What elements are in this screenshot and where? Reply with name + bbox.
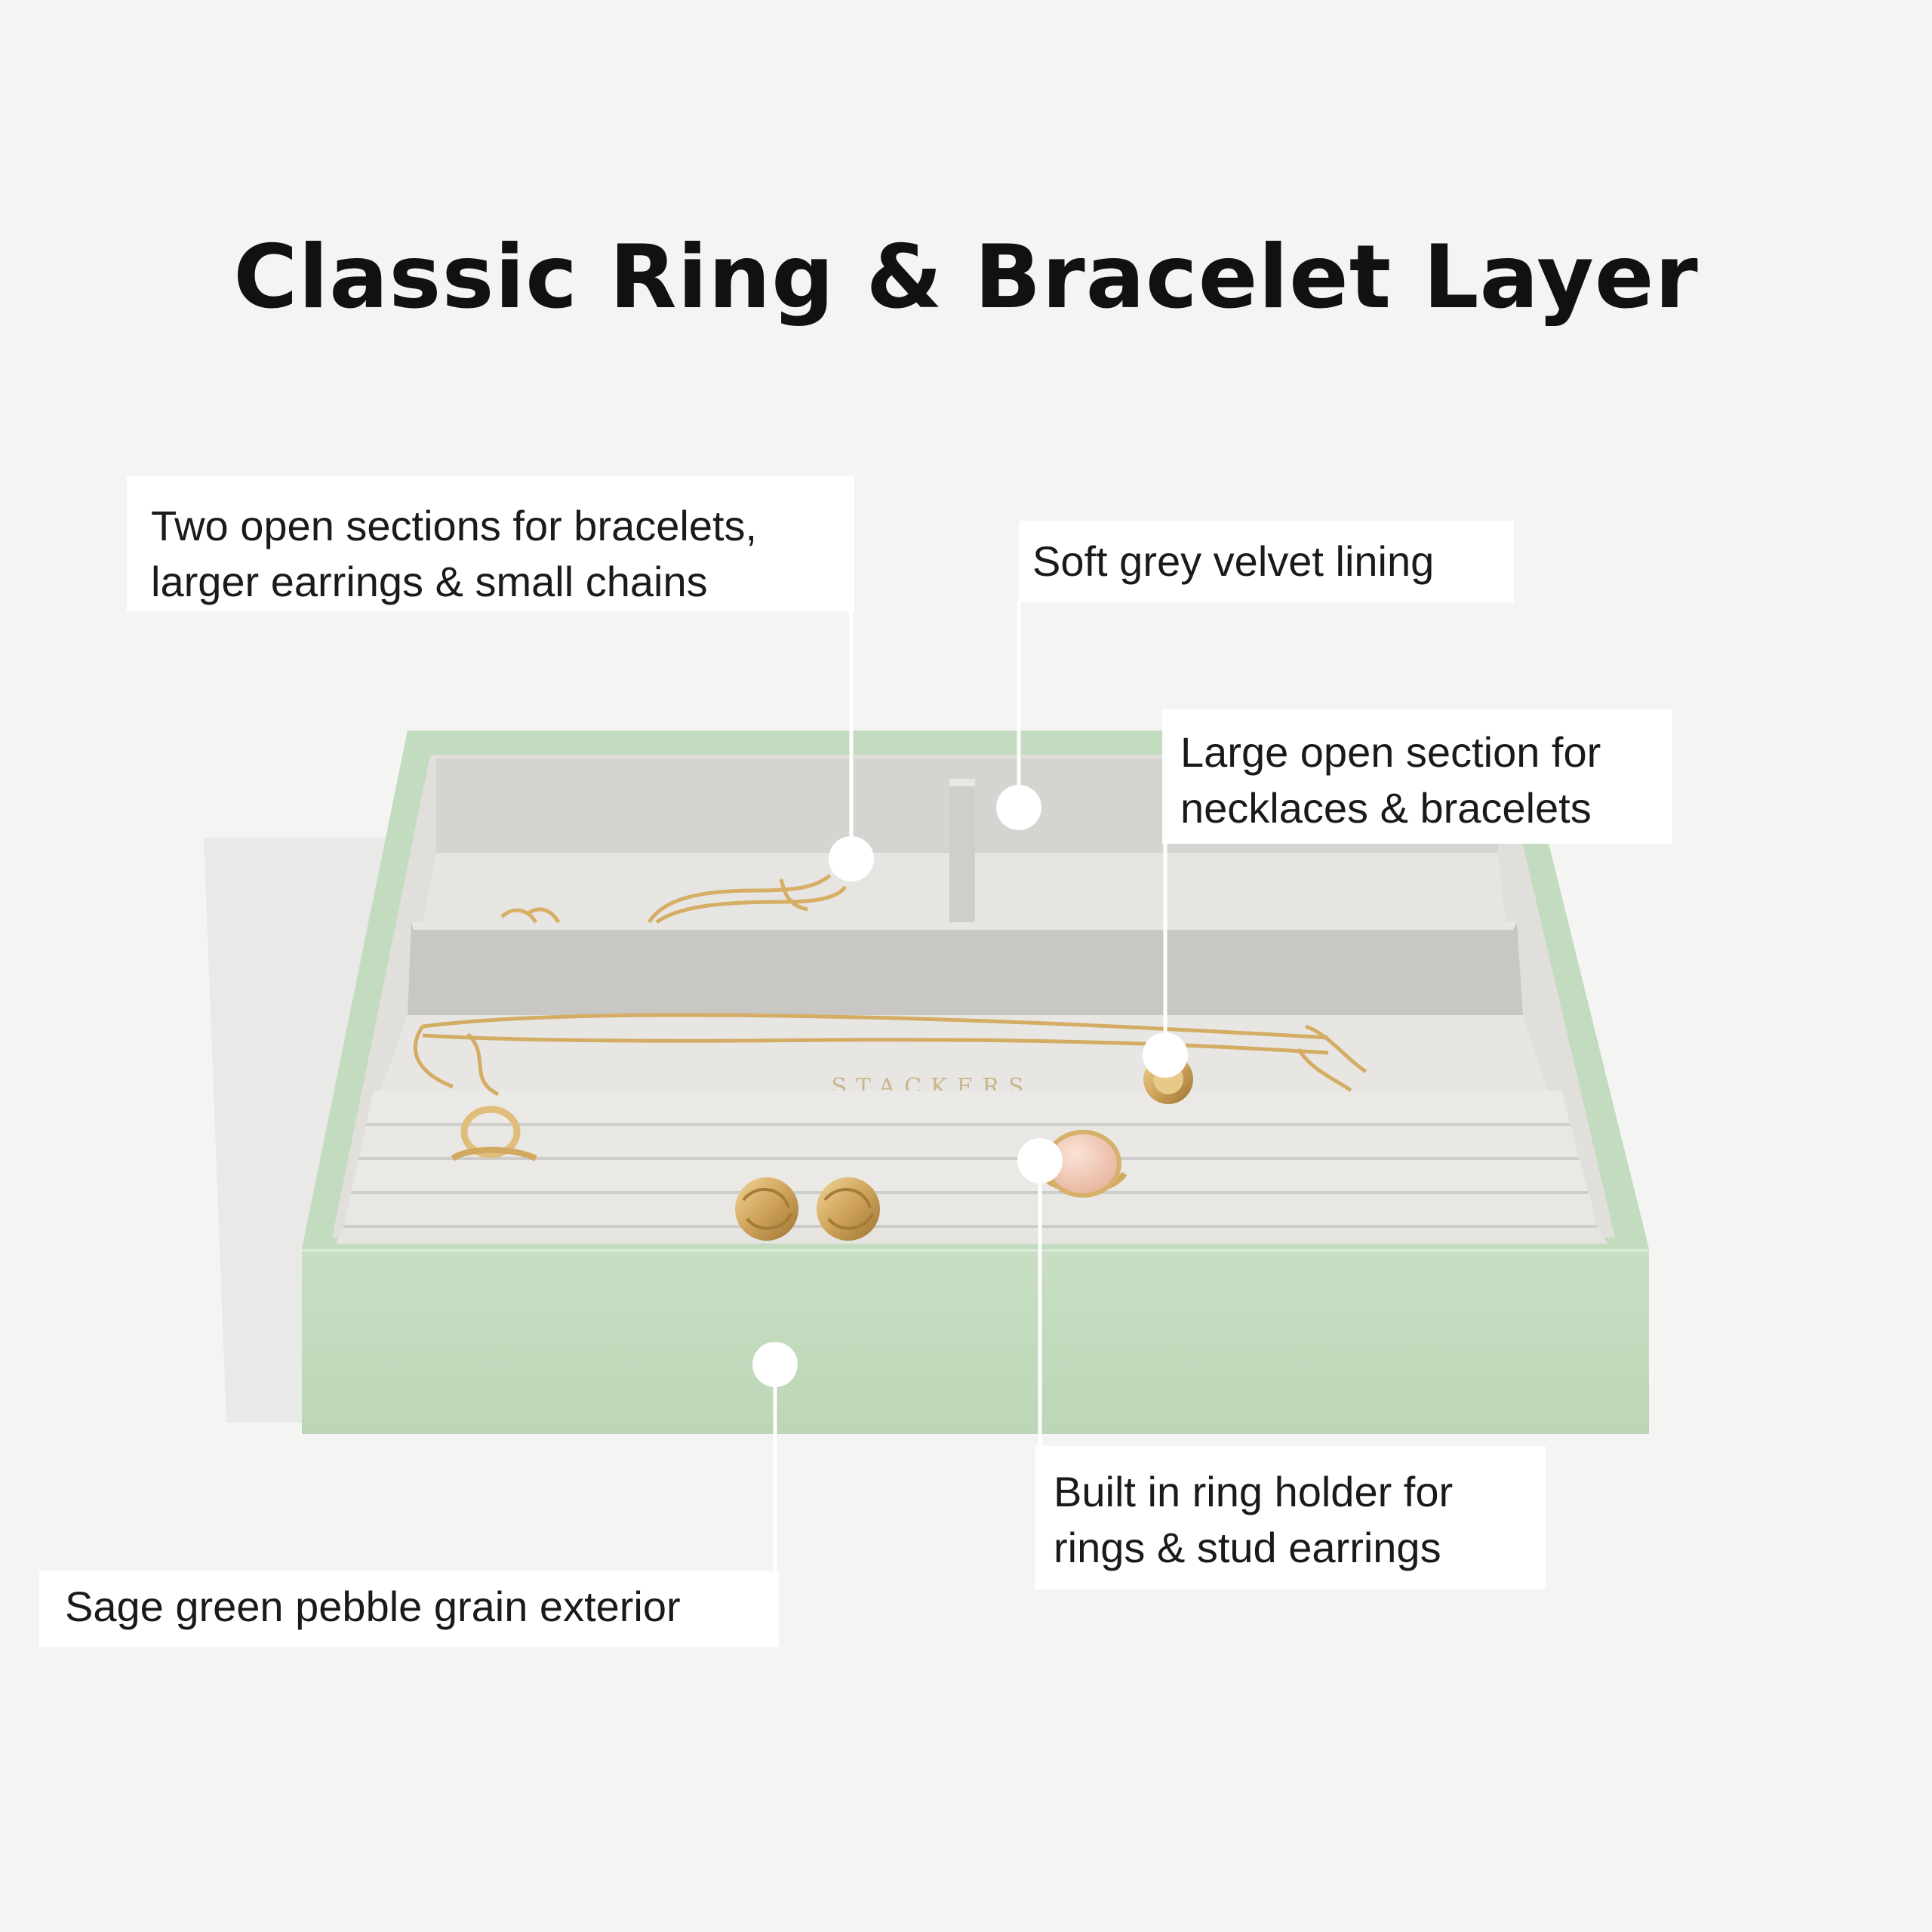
necklace-chains	[413, 1013, 1367, 1097]
callout-velvet-lining: Soft grey velvet lining	[1019, 521, 1514, 602]
ring-holder	[336, 1091, 1607, 1244]
callout-text-line: Built in ring holder for	[1054, 1468, 1454, 1515]
callout-text-line: Soft grey velvet lining	[1032, 537, 1435, 585]
bracelet-chains	[500, 873, 848, 924]
bracelet-compartment-left	[423, 853, 951, 922]
marker-dot-velvet-lining	[996, 785, 1041, 830]
bracelet-compartment-right	[974, 853, 1506, 922]
tray-front-face	[302, 1249, 1649, 1434]
marker-dot-large-section	[1143, 1032, 1188, 1078]
callout-text-line: Large open section for	[1180, 728, 1601, 776]
callout-text-line: rings & stud earrings	[1054, 1524, 1441, 1571]
callout-two-sections: Two open sections for bracelets, larger …	[127, 475, 854, 611]
page-title: Classic Ring & Bracelet Layer	[233, 226, 1699, 328]
marker-dot-ring-holder	[1017, 1138, 1063, 1183]
open-ring	[451, 1106, 537, 1161]
callout-text-line: Sage green pebble grain exterior	[65, 1583, 681, 1630]
center-divider	[949, 779, 975, 924]
long-divider	[408, 922, 1523, 1015]
callout-text-line: necklaces & bracelets	[1180, 784, 1592, 832]
callout-large-section: Large open section for necklaces & brace…	[1162, 709, 1672, 844]
callout-exterior: Sage green pebble grain exterior	[39, 1571, 779, 1647]
callout-text-line: larger earrings & small chains	[151, 558, 708, 605]
marker-dot-exterior	[752, 1342, 798, 1387]
callout-text-line: Two open sections for bracelets,	[151, 502, 758, 549]
marker-dot-two-sections	[829, 836, 874, 881]
leader-lines	[773, 601, 1168, 1573]
jewelry-tray: STACKERS	[302, 731, 1649, 1434]
callout-ring-holder: Built in ring holder for rings & stud ea…	[1035, 1446, 1546, 1589]
knot-earrings	[735, 1177, 880, 1241]
